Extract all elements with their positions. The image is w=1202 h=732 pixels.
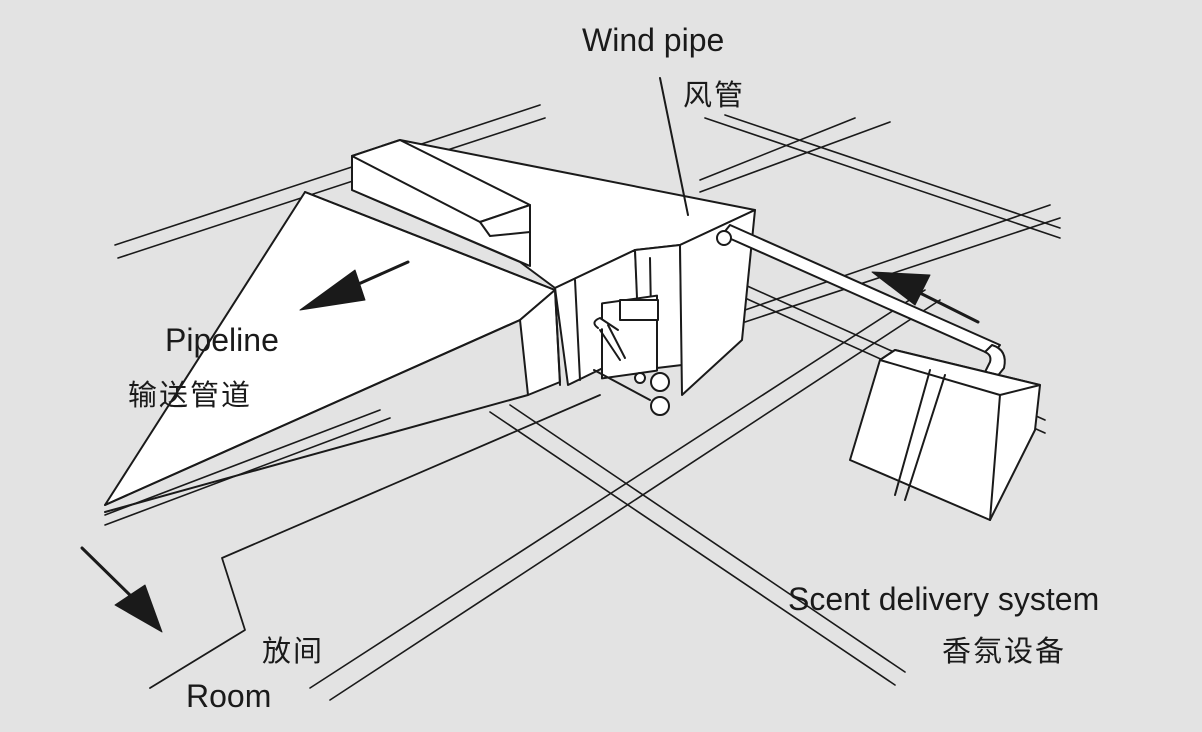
wind-pipe-box	[351, 139, 756, 396]
wind-pipe-leader	[659, 77, 689, 216]
scent-arrow	[871, 271, 980, 324]
scent-pipe	[716, 224, 1006, 387]
pipeline-label-zh: 输送管道	[128, 378, 253, 412]
room-arrow	[80, 546, 163, 633]
pipeline-label-en: Pipeline	[165, 322, 279, 358]
wind-pipe-label-en: Wind pipe	[582, 22, 725, 58]
ceiling-grid	[104, 104, 1061, 701]
room-label-en: Room	[186, 678, 272, 714]
room-label-zh: 放间	[262, 634, 325, 668]
pipeline-arrow	[299, 260, 410, 311]
room-outline	[149, 394, 601, 689]
scent-device	[849, 349, 1041, 521]
scent-label-zh: 香氛设备	[942, 634, 1067, 668]
valve-assembly	[593, 294, 670, 416]
scent-label-en: Scent delivery system	[788, 581, 1100, 617]
wind-pipe-label-zh: 风管	[683, 78, 746, 112]
pipeline-duct	[104, 191, 561, 513]
